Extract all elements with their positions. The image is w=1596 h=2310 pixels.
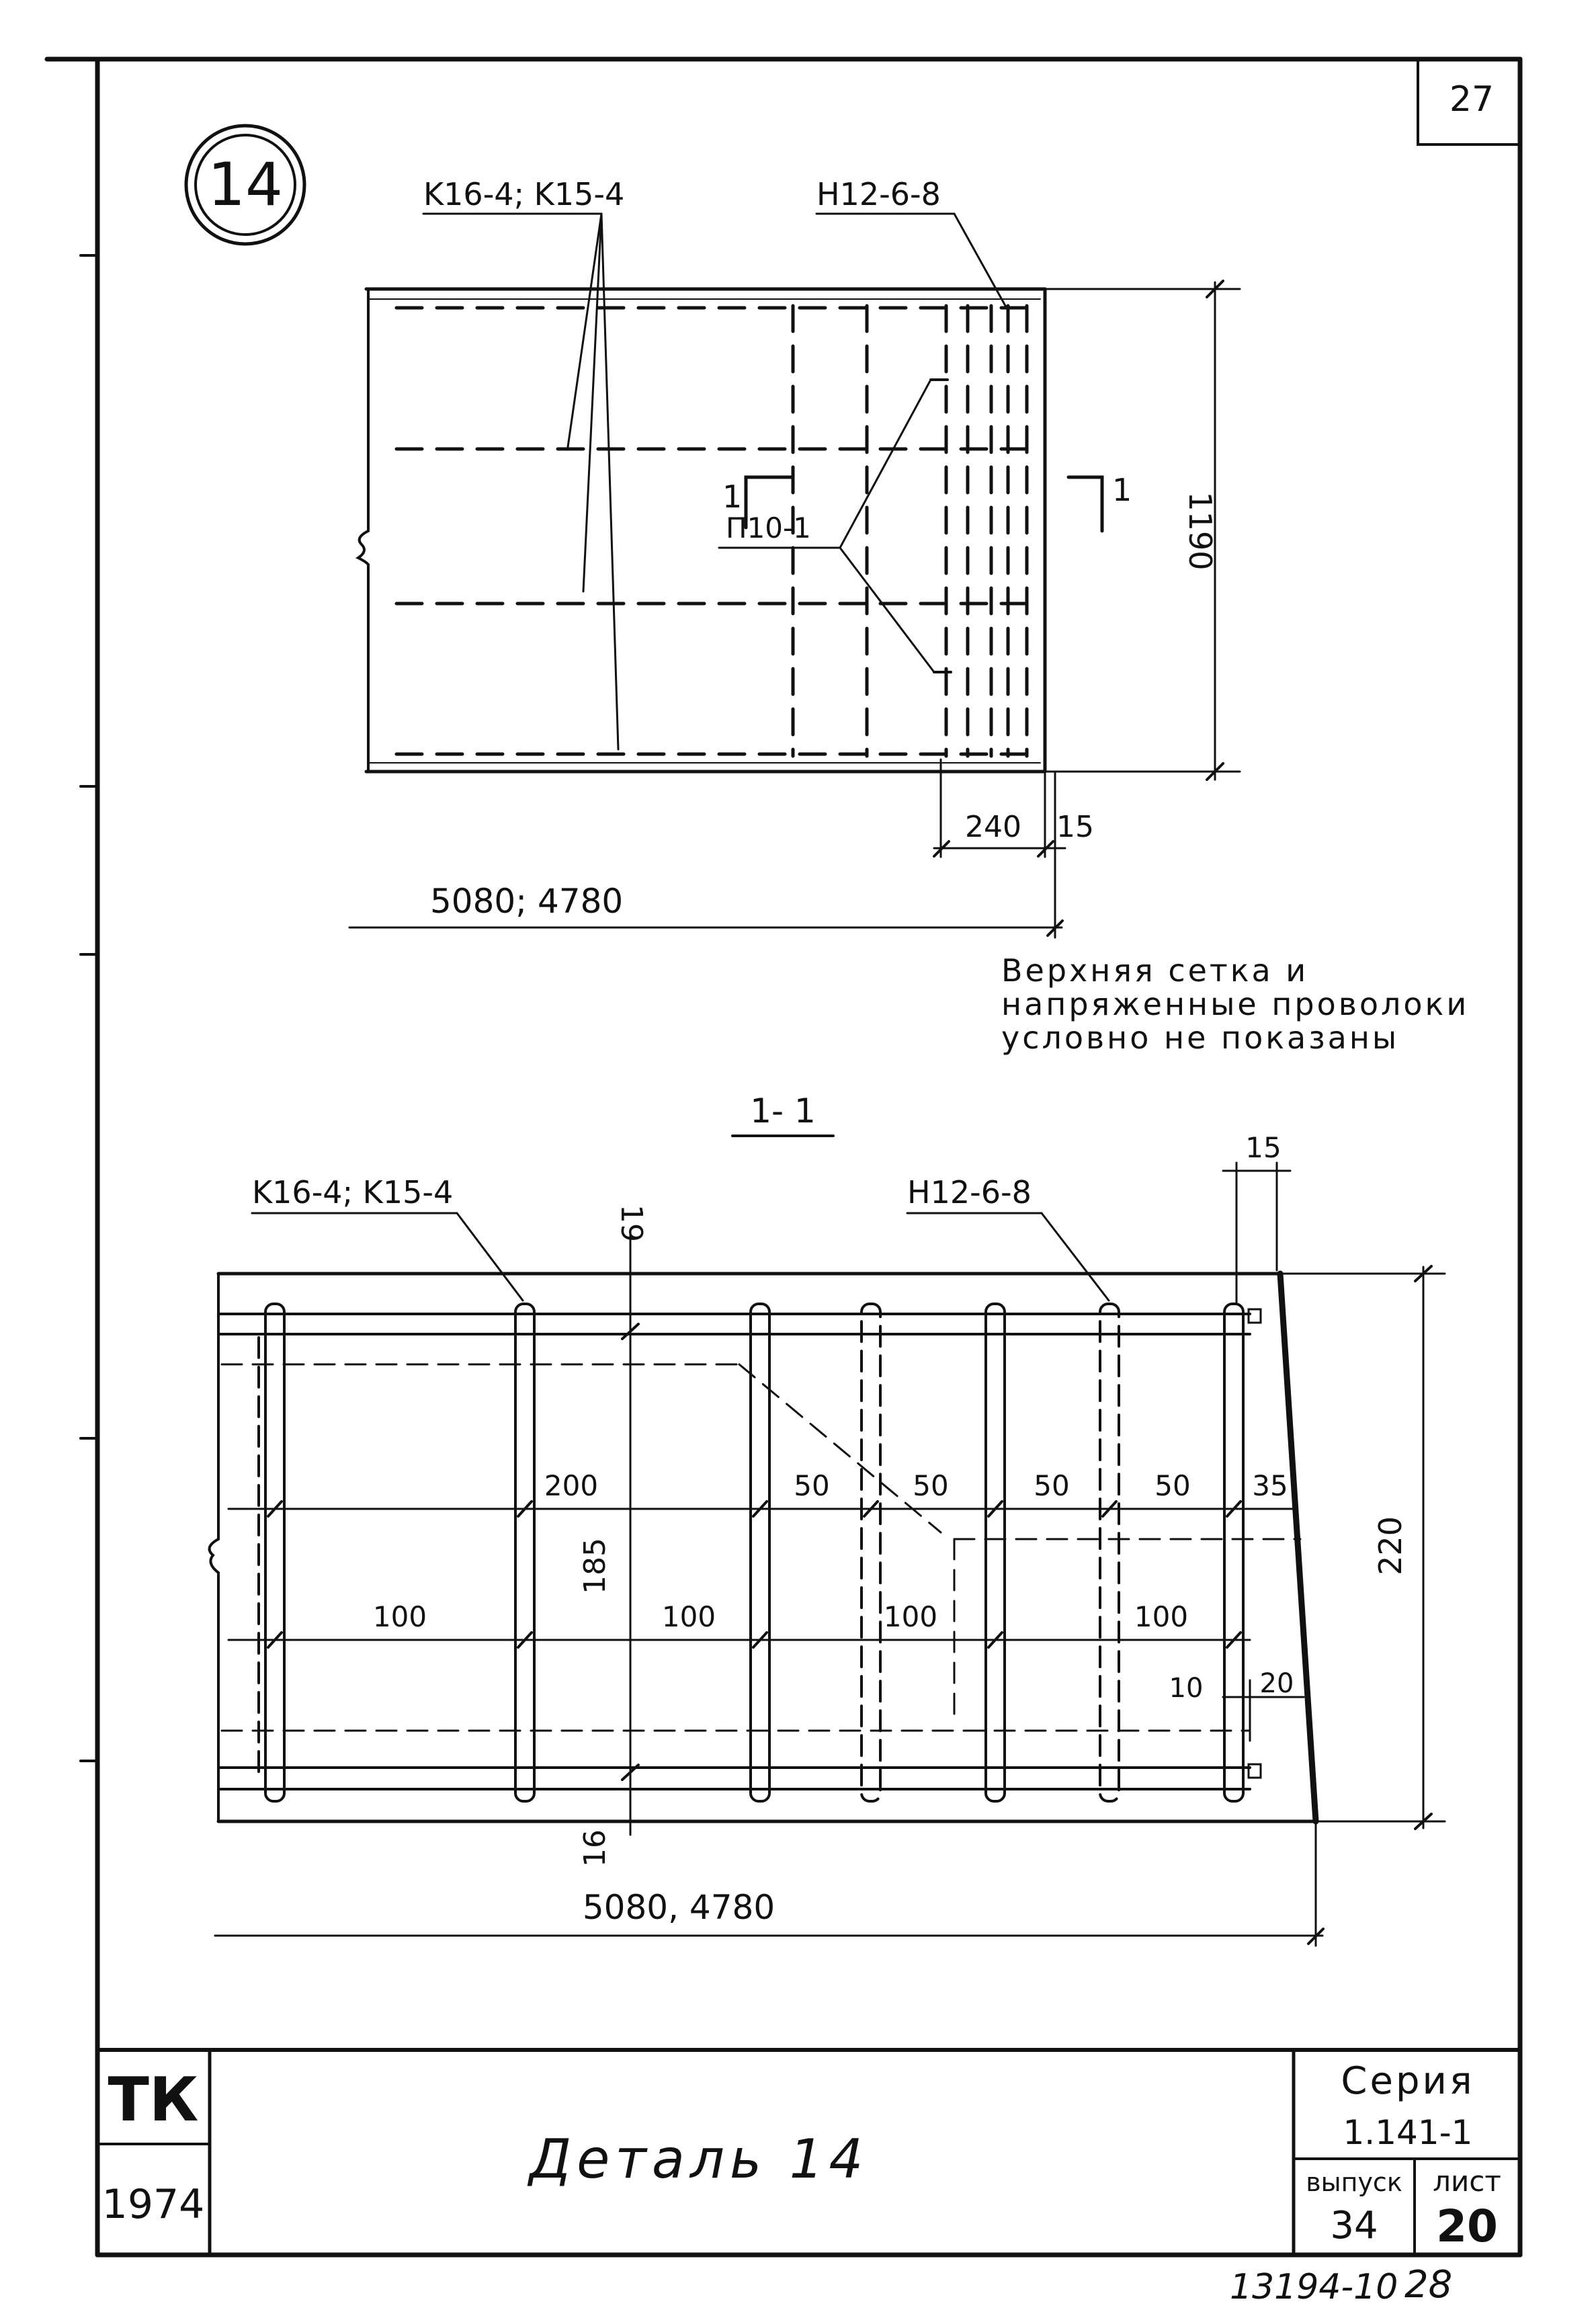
- series-label: Серия: [1341, 2059, 1474, 2103]
- sheet-value: 20: [1436, 2200, 1498, 2252]
- section-dim-50d: 50: [1154, 1469, 1190, 1502]
- plan-view: [348, 212, 1241, 939]
- section-view: [208, 1135, 1446, 1947]
- section-label-k: K16-4; K15-4: [252, 1174, 453, 1210]
- section-dim-200: 200: [544, 1469, 598, 1502]
- issue-label: выпуск: [1306, 2168, 1402, 2197]
- section-dim-185: 185: [578, 1538, 612, 1594]
- plan-label-p: П10-1: [726, 511, 811, 544]
- section-dim-length: 5080, 4780: [583, 1888, 775, 1927]
- title-block: [95, 2048, 1522, 2257]
- title-block-org: ТК: [108, 2065, 199, 2135]
- plan-dim-15: 15: [1056, 810, 1094, 844]
- bottom-stamp: 13194-10: [1230, 2267, 1398, 2307]
- plan-section-mark-left: 1: [722, 479, 742, 515]
- sheet-label: лист: [1433, 2165, 1501, 2198]
- issue-value: 34: [1330, 2204, 1378, 2247]
- section-dim-16: 16: [578, 1829, 612, 1867]
- plan-label-k: K16-4; K15-4: [423, 176, 624, 212]
- page-number: 27: [1450, 79, 1494, 120]
- plan-dim-height: 1190: [1182, 491, 1218, 570]
- bottom-stamp-page: 28: [1404, 2263, 1452, 2307]
- note-line-2: напряженные проволоки: [1001, 986, 1469, 1022]
- title-block-year: 1974: [102, 2181, 205, 2228]
- section-dim-100a: 100: [373, 1600, 427, 1633]
- sheet-frame: [44, 56, 1523, 2258]
- detail-marker-number: 14: [208, 150, 283, 219]
- section-dim-220: 220: [1372, 1516, 1409, 1575]
- series-value: 1.141-1: [1343, 2113, 1473, 2152]
- note-line-3: условно не показаны: [1001, 1020, 1399, 1056]
- detail-marker: [184, 124, 306, 246]
- plan-dim-length: 5080; 4780: [430, 882, 623, 921]
- note-line-1: Верхняя сетка и: [1001, 952, 1308, 989]
- section-title: 1- 1: [750, 1091, 816, 1130]
- plan-label-n: H12-6-8: [816, 176, 941, 212]
- section-dim-20: 20: [1260, 1668, 1294, 1699]
- section-dim-50a: 50: [794, 1469, 829, 1502]
- drawing-title: Деталь 14: [528, 2128, 869, 2190]
- section-dim-35: 35: [1252, 1469, 1288, 1502]
- plan-dim-240: 240: [965, 810, 1021, 844]
- section-dim-50c: 50: [1034, 1469, 1069, 1502]
- section-dim-15: 15: [1245, 1131, 1281, 1164]
- section-dim-19: 19: [614, 1204, 648, 1242]
- section-label-n: H12-6-8: [907, 1174, 1032, 1210]
- section-dim-100c: 100: [884, 1600, 937, 1633]
- section-dim-100b: 100: [662, 1600, 716, 1633]
- plan-section-mark-right: 1: [1112, 472, 1132, 508]
- section-dim-50b: 50: [913, 1469, 948, 1502]
- section-dim-10: 10: [1169, 1673, 1204, 1704]
- section-dim-100d: 100: [1134, 1600, 1188, 1633]
